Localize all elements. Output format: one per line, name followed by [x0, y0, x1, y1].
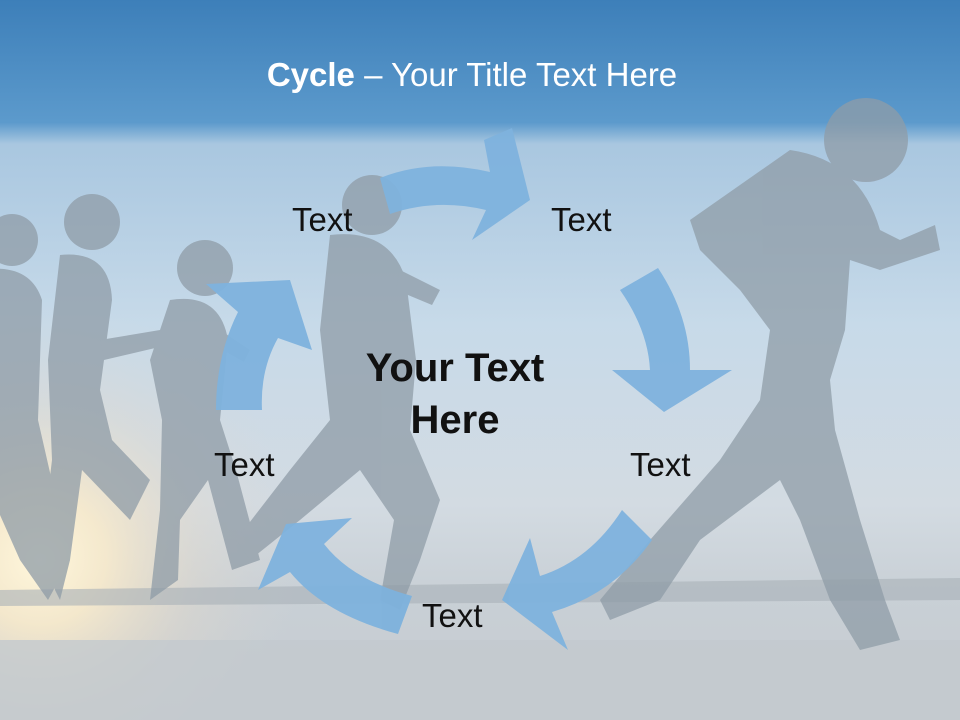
cycle-arrow-left — [206, 280, 312, 410]
center-text-line2: Here — [410, 398, 500, 442]
center-text-line1: Your Text — [365, 346, 545, 390]
cycle-label-2: Text — [551, 201, 612, 238]
title-rest: – Your Title Text Here — [354, 56, 678, 93]
title-bold: Cycle — [266, 56, 355, 93]
center-text: Your Text Here — [330, 342, 580, 446]
cycle-arrow-bottom-right — [502, 510, 652, 650]
cycle-arrow-bottom-left — [258, 518, 412, 634]
cycle-label-4: Text — [422, 597, 483, 634]
cycle-label-5: Text — [214, 446, 275, 483]
cycle-label-1: Text — [292, 201, 353, 238]
slide-title: Cycle – Your Title Text Here — [0, 52, 944, 98]
cycle-arrow-right — [612, 268, 732, 412]
cycle-label-3: Text — [630, 446, 691, 483]
runner-silhouettes — [0, 98, 940, 650]
cycle-arrow-top — [380, 128, 530, 240]
